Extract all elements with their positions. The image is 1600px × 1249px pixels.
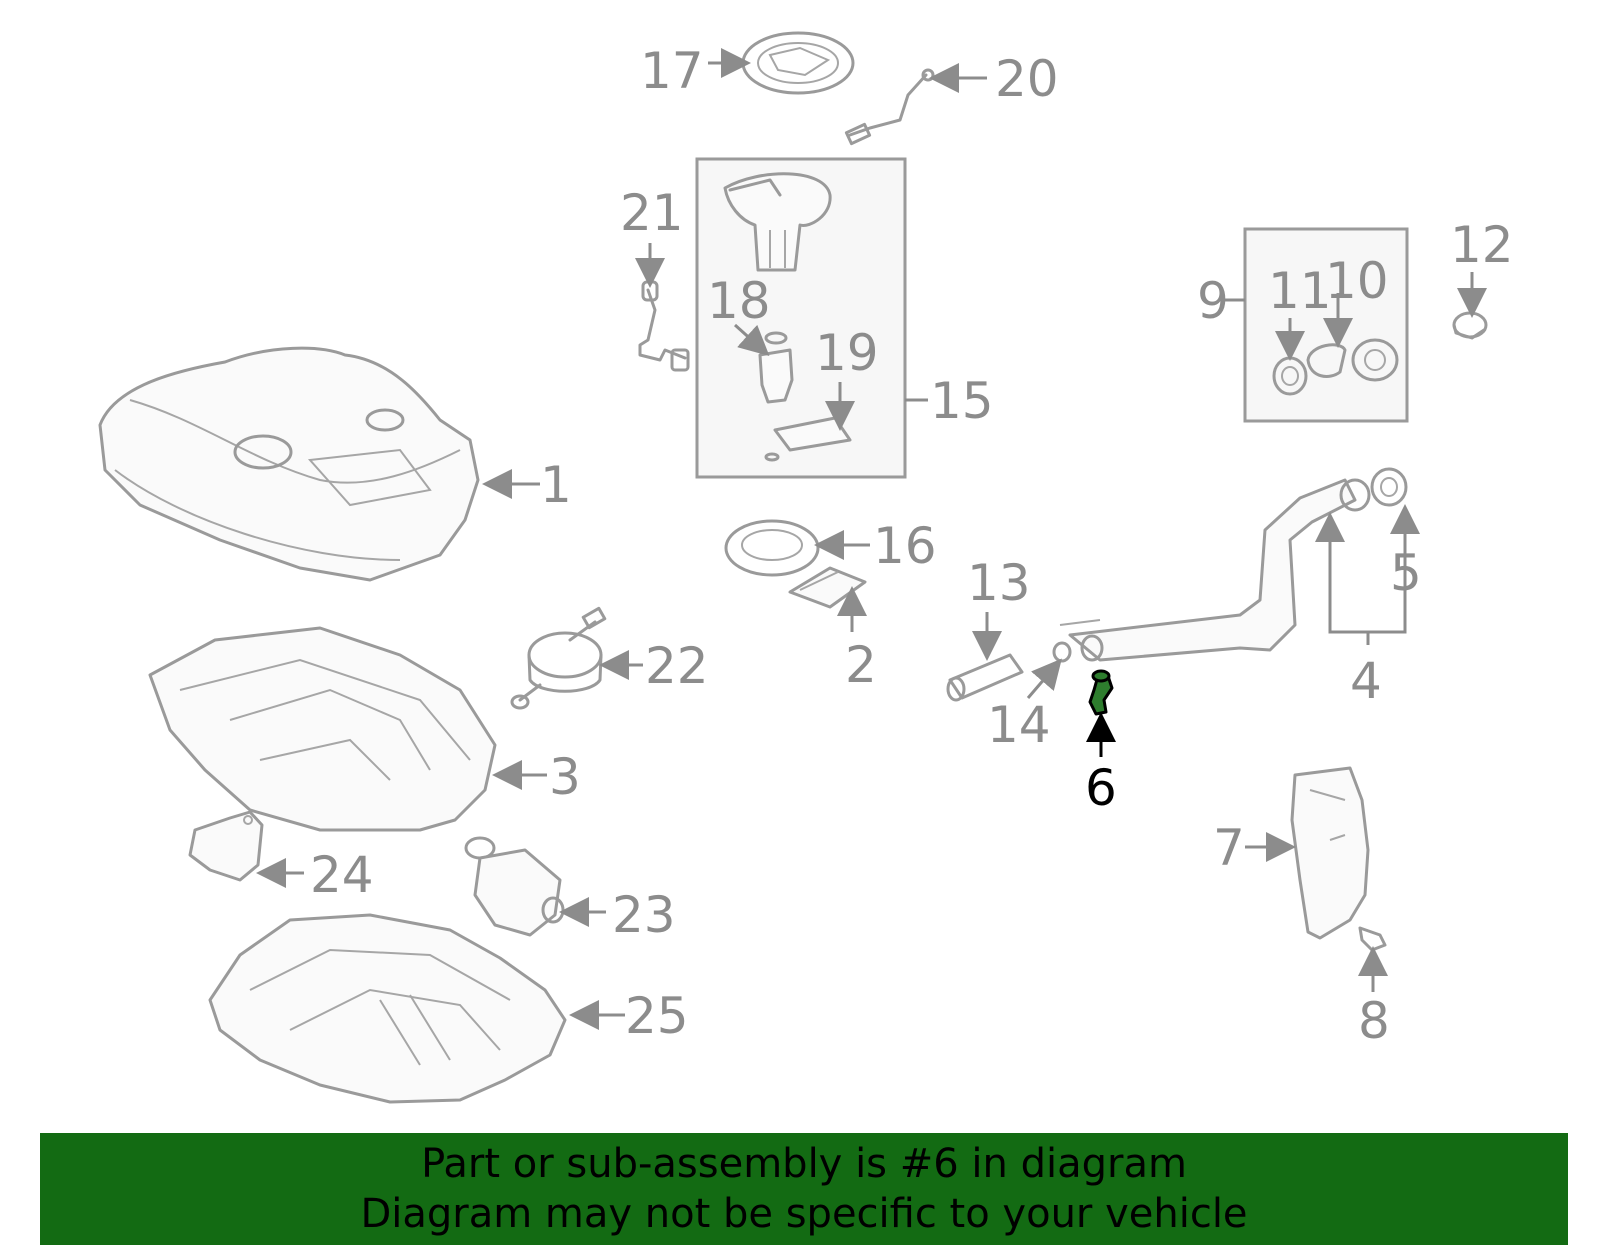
- callout-6: 6: [1085, 759, 1117, 817]
- part-16-ring: [724, 519, 820, 577]
- callout-2: 2: [845, 636, 877, 694]
- part-5-gasket: [1370, 467, 1408, 507]
- part-7-shield: [1290, 766, 1370, 940]
- callout-15: 15: [930, 372, 994, 430]
- part-20-wire-harness: [844, 68, 935, 146]
- callout-16: 16: [873, 517, 937, 575]
- part-23-canister: [464, 836, 565, 937]
- callout-11: 11: [1268, 262, 1332, 320]
- callout-3: 3: [549, 748, 581, 806]
- callout-7: 7: [1213, 819, 1245, 877]
- part-21-sender-unit: [638, 280, 690, 372]
- callout-1: 1: [540, 456, 572, 514]
- part-1-fuel-tank: [98, 346, 480, 582]
- part-24-bracket: [188, 810, 264, 882]
- callout-23: 23: [612, 886, 676, 944]
- part-2-pad: [788, 566, 867, 609]
- callout-13: 13: [967, 554, 1031, 612]
- callout-20: 20: [995, 50, 1059, 108]
- part-13-hose: [946, 653, 1024, 702]
- part-8-clip: [1358, 926, 1387, 952]
- part-14-clamp: [1052, 641, 1072, 663]
- callout-9: 9: [1197, 272, 1229, 330]
- part-22-valve: [510, 606, 607, 710]
- callout-arrows: [256, 48, 1487, 1030]
- callout-8: 8: [1358, 992, 1390, 1050]
- part-17-cover-plate: [741, 31, 855, 95]
- part-4-filler-pipe: [1059, 478, 1371, 662]
- callout-5: 5: [1390, 544, 1422, 602]
- part-3-tank-tray: [148, 626, 497, 832]
- callout-21: 21: [620, 184, 684, 242]
- callout-labels: 17 20 21 18 19 15 9 11 10 12 1 16 13 5 2…: [310, 42, 1514, 1050]
- banner-line-1: Part or sub-assembly is #6 in diagram: [421, 1141, 1187, 1187]
- callout-18: 18: [707, 272, 771, 330]
- callout-22: 22: [645, 637, 709, 695]
- banner-line-2: Diagram may not be specific to your vehi…: [360, 1191, 1248, 1237]
- part-6-highlighted: [1088, 669, 1114, 716]
- callout-25: 25: [625, 987, 689, 1045]
- callout-19: 19: [815, 324, 879, 382]
- arrow-18: [733, 323, 770, 357]
- part-25-shield: [208, 913, 567, 1104]
- part-10-cap: [1306, 338, 1399, 382]
- callout-4: 4: [1350, 652, 1382, 710]
- callout-10: 10: [1325, 252, 1389, 310]
- highlight-banner: Part or sub-assembly is #6 in diagram Di…: [40, 1133, 1568, 1245]
- callout-24: 24: [310, 846, 374, 904]
- part-15-pump-assembly: [723, 172, 832, 272]
- callout-17: 17: [640, 42, 704, 100]
- arrow-14: [1026, 658, 1062, 699]
- part-12-plug: [1452, 311, 1488, 340]
- callout-14: 14: [987, 696, 1051, 754]
- callout-12: 12: [1450, 216, 1514, 274]
